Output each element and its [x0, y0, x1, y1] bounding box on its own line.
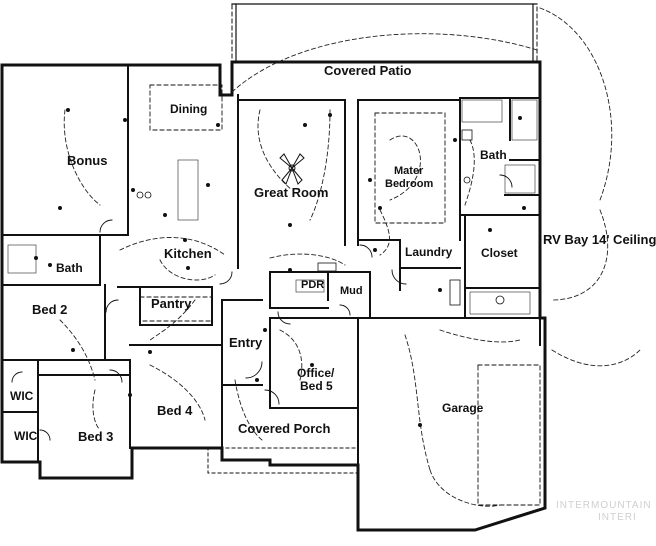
watermark-line2: INTERI	[598, 512, 637, 523]
room-wic-upper: WIC	[10, 389, 34, 403]
room-wic-lower: WIC	[14, 429, 38, 443]
exterior-walls	[0, 60, 547, 532]
ceiling-fan-icon	[279, 153, 305, 185]
room-office-line2: Bed 5	[300, 379, 333, 393]
room-great-room: Great Room	[254, 185, 329, 200]
room-laundry: Laundry	[405, 245, 453, 259]
room-covered-patio: Covered Patio	[324, 63, 412, 78]
room-bed-3: Bed 3	[78, 429, 114, 444]
room-closet: Closet	[481, 246, 518, 260]
room-office-line1: Office/	[297, 366, 335, 380]
electrical-runs	[59, 7, 641, 507]
room-hall-bath: Bath	[56, 261, 83, 275]
room-covered-porch: Covered Porch	[238, 421, 331, 436]
room-entry: Entry	[229, 335, 263, 350]
room-master-bath: Bath	[480, 148, 507, 162]
outlet-dots	[34, 108, 526, 427]
watermark-line1: INTERMOUNTAIN	[556, 500, 652, 511]
room-bed-2: Bed 2	[32, 302, 68, 317]
interior-walls	[1, 64, 541, 466]
door-swings	[11, 174, 513, 441]
room-dining: Dining	[170, 102, 208, 116]
room-master-bedroom-line1: Mater	[394, 165, 424, 177]
room-kitchen: Kitchen	[164, 246, 212, 261]
room-pdr: PDR	[301, 279, 325, 291]
room-pantry: Pantry	[151, 296, 192, 311]
floor-plan-drawing	[0, 3, 641, 532]
covered-patio-outline	[231, 3, 538, 63]
dashed-references	[139, 84, 541, 506]
room-bonus: Bonus	[67, 153, 108, 168]
room-garage: Garage	[442, 401, 484, 415]
room-bed-4: Bed 4	[157, 403, 193, 418]
room-mud: Mud	[340, 285, 363, 297]
room-rv-bay: RV Bay 14' Ceiling	[543, 232, 656, 247]
room-master-bedroom-line2: Bedroom	[385, 178, 434, 190]
